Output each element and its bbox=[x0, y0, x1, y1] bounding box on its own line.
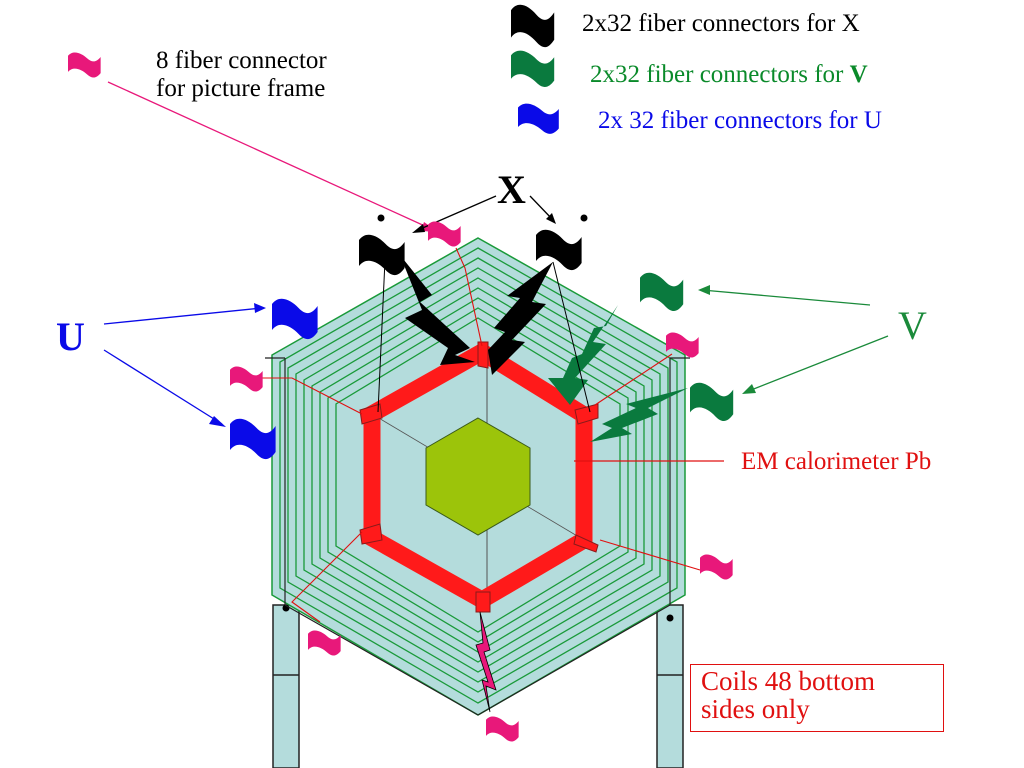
support-legs bbox=[272, 604, 684, 768]
legend-x-label: 2x32 fiber connectors for X bbox=[582, 10, 860, 37]
u-flag-icon bbox=[272, 298, 318, 340]
frame-flag-icon bbox=[230, 366, 263, 392]
x-fiber-bundle-right bbox=[488, 262, 553, 375]
u-flag-icon bbox=[230, 418, 276, 460]
legend-u-flag-icon bbox=[518, 103, 559, 134]
frame-connector-leaders bbox=[258, 247, 701, 623]
v-arrow-upper bbox=[701, 289, 871, 306]
u-axis-label: U bbox=[56, 314, 85, 359]
frame-flag-icon bbox=[700, 554, 733, 580]
coils-label: Coils 48 bottom sides only bbox=[690, 664, 944, 732]
x-fiber-bundle-left bbox=[400, 255, 475, 365]
x-flag-icon bbox=[536, 229, 582, 271]
picture-frame-label: 8 fiber connector for picture frame bbox=[156, 47, 327, 103]
legend-frame-flag-icon bbox=[68, 52, 101, 78]
leader-arrows bbox=[103, 81, 889, 462]
v-fiber-bundle-upper bbox=[548, 305, 618, 405]
legend-v-label-text: 2x32 fiber connectors for bbox=[590, 61, 850, 88]
legend-v-flag-icon bbox=[511, 50, 555, 87]
frame-flag-icon bbox=[486, 716, 519, 742]
right-support-leg bbox=[656, 604, 684, 768]
frame-label-leader bbox=[107, 81, 439, 233]
em-calorimeter bbox=[359, 341, 599, 613]
v-fiber-bundle-lower bbox=[590, 388, 688, 442]
v-arrow-lower bbox=[745, 335, 889, 393]
legend-u-label: 2x 32 fiber connectors for U bbox=[598, 107, 882, 134]
picture-frame-label-line2: for picture frame bbox=[156, 75, 326, 102]
frame-fiber-bundle bbox=[475, 611, 497, 713]
x-flag-icon bbox=[359, 234, 405, 276]
x-axis-label: X bbox=[497, 167, 526, 212]
x-connector-lines bbox=[377, 259, 591, 413]
legend-x-flag-icon bbox=[511, 4, 555, 48]
v-flag-icon bbox=[690, 382, 734, 422]
left-support-leg bbox=[272, 604, 300, 768]
central-hexagon bbox=[425, 417, 531, 536]
legend-v-label: 2x32 fiber connectors for V bbox=[590, 61, 868, 89]
frame-flag-icon bbox=[428, 221, 461, 247]
v-flag-icon bbox=[640, 272, 684, 312]
picture-frame-label-line1: 8 fiber connector bbox=[156, 47, 327, 74]
u-arrow-lower bbox=[103, 349, 223, 425]
fiber-bundles bbox=[400, 255, 688, 713]
v-axis-label: V bbox=[898, 303, 927, 348]
legend-v-label-bold: V bbox=[849, 61, 868, 88]
em-calorimeter-label: EM calorimeter Pb bbox=[741, 448, 932, 475]
u-arrow-upper bbox=[103, 307, 263, 325]
